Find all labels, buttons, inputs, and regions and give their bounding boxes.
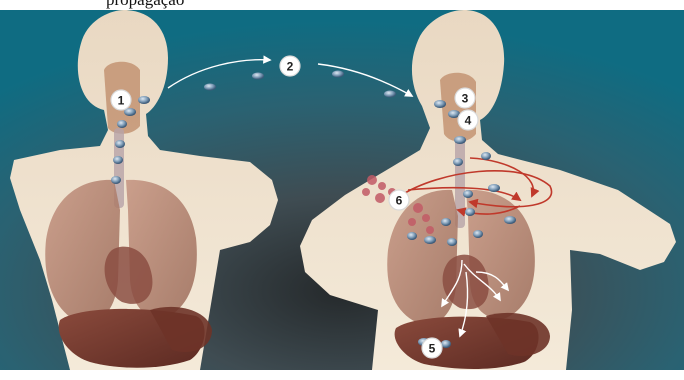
marker-4-label: 4 [465,114,472,128]
bacterium-icon [117,120,127,128]
marker-2: 2 [280,56,300,76]
bacterium-icon [424,236,436,244]
caption-strip: propagação [0,0,684,10]
marker-1-label: 1 [118,94,125,108]
bacterium-icon [473,230,483,238]
bacterium-icon [454,136,466,144]
marker-3: 3 [455,88,475,108]
bacterium-icon [111,176,121,184]
marker-4: 4 [458,110,478,130]
bottom-border [0,370,684,380]
bacterium-icon [447,238,457,246]
caption-text: propagação [106,0,184,8]
right-head-cavity [440,73,476,142]
bacterium-icon [407,232,417,240]
bacterium-icon [204,84,216,91]
marker-6: 6 [389,190,409,210]
marker-5-label: 5 [429,342,436,356]
marker-5: 5 [422,338,442,358]
bacterium-icon [138,96,150,104]
bacterium-icon [113,156,123,164]
bacterium-icon [332,71,344,78]
infection-diagram: 1 2 3 4 5 6 [0,10,684,370]
bacterium-icon [488,184,500,192]
bacterium-icon [504,216,516,224]
marker-2-label: 2 [287,60,294,74]
bacterium-icon [453,158,463,166]
marker-1: 1 [111,90,131,110]
marker-6-label: 6 [396,194,403,208]
bacterium-icon [252,73,264,80]
bacterium-icon [115,140,125,148]
bacterium-icon [465,208,475,216]
bacterium-icon [384,91,396,98]
bacterium-icon [481,152,491,160]
bacterium-icon [434,100,446,108]
bacterium-icon [463,190,473,198]
bacterium-icon [441,218,451,226]
marker-3-label: 3 [462,92,469,106]
